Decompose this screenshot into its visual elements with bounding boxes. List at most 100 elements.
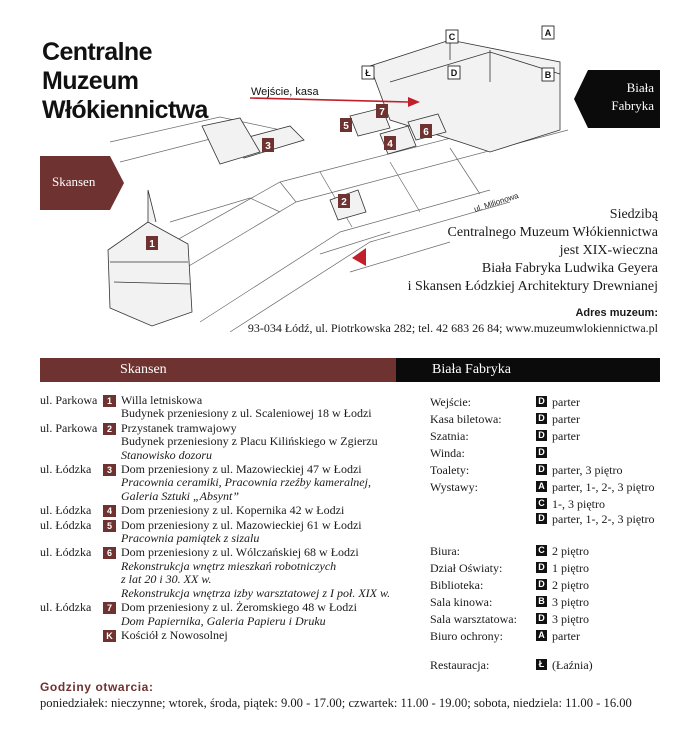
building-code-badge: D	[536, 613, 547, 624]
building-code-badge: D	[536, 579, 547, 590]
skansen-description-line: z lat 20 i 30. XX w.	[121, 572, 212, 587]
skansen-description-line: Dom przeniesiony z ul. Żeromskiego 48 w …	[121, 600, 357, 615]
facility-floor: parter	[552, 629, 580, 643]
facility-label: Sala warsztatowa:	[430, 612, 517, 626]
facility-floor: parter, 3 piętro	[552, 463, 623, 477]
skansen-description-line: Pracownia pamiątek z sizalu	[121, 531, 260, 546]
code-c: C	[449, 32, 456, 42]
info-line: Centralnego Muzeum Włókiennictwa	[447, 225, 658, 240]
building-code-badge: D	[536, 396, 547, 407]
facility-row: C 1-, 3 piętro	[430, 496, 670, 511]
biala-tag-line-2: Fabryka	[611, 98, 654, 113]
skansen-street: ul. Łódzka	[40, 545, 92, 560]
entry-label: Wejście, kasa	[251, 86, 319, 98]
skansen-description-line: Przystanek tramwajowy	[121, 420, 237, 435]
skansen-tag: Skansen	[40, 156, 124, 210]
museum-title: Centralne Muzeum Włókiennictwa	[42, 38, 208, 125]
title-line-2: Muzeum	[42, 67, 139, 95]
biala-section-title: Biała Fabryka	[432, 362, 511, 377]
info-line: jest XIX-wieczna	[559, 243, 658, 258]
skansen-description-line: Budynek przeniesiony z ul. Scaleniowej 1…	[121, 406, 372, 421]
skansen-number-badge: 3	[103, 464, 116, 477]
facility-label: Biura:	[430, 544, 460, 558]
building-code-badge: D	[536, 447, 547, 458]
marker-6: 6	[423, 127, 429, 138]
facility-floor: parter, 1-, 2-, 3 piętro	[552, 480, 655, 494]
facility-label: Winda:	[430, 446, 465, 460]
building-code-badge: D	[536, 413, 547, 424]
museum-info: Siedzibą Centralnego Muzeum Włókiennictw…	[408, 206, 658, 296]
biala-tag-line-1: Biała	[626, 80, 654, 95]
skansen-description: Dom przeniesiony z ul. Mazowieckiej 61 w…	[121, 517, 400, 546]
facility-floor: 1-, 3 piętro	[552, 497, 605, 511]
building-markers	[146, 104, 432, 250]
skansen-description-line: Dom przeniesiony z ul. Wólczańskiej 68 w…	[121, 545, 359, 560]
skansen-street: ul. Łódzka	[40, 462, 92, 477]
title-line-3: Włókiennictwa	[42, 96, 208, 124]
building-code-badge: A	[536, 481, 547, 492]
skansen-number-badge: 1	[103, 395, 116, 407]
skansen-description: Dom przeniesiony z ul. Kopernika 42 w Ło…	[121, 503, 400, 517]
building-code-badge: D	[536, 562, 547, 573]
marker-3: 3	[265, 141, 271, 152]
skansen-section-title: Skansen	[120, 362, 167, 377]
skansen-description-line: Dom Papiernika, Galeria Papieru i Druku	[121, 613, 326, 628]
code-b: B	[545, 70, 552, 80]
facility-label: Restauracja:	[430, 658, 490, 672]
facility-floor: parter	[552, 429, 580, 443]
info-line: Siedzibą	[609, 207, 658, 222]
code-l: Ł	[365, 68, 371, 78]
skansen-description-line: Pracownia ceramiki, Pracownia rzeźby kam…	[121, 475, 371, 490]
marker-4: 4	[387, 139, 393, 150]
skansen-description-line: Willa letniskowa	[121, 393, 203, 407]
title-line-1: Centralne	[42, 38, 153, 66]
marker-1: 1	[149, 239, 155, 250]
facility-floor: 2 piętro	[552, 578, 589, 592]
skansen-description: Dom przeniesiony z ul. Mazowieckiej 47 w…	[121, 462, 400, 503]
facility-label: Wejście:	[430, 395, 472, 409]
skansen-street: ul. Łódzka	[40, 517, 92, 532]
skansen-entry: K Kościół z Nowosolnej	[40, 627, 400, 642]
code-a: A	[545, 28, 552, 38]
skansen-description-line: Dom przeniesiony z ul. Mazowieckiej 47 w…	[121, 462, 362, 477]
facility-label: Wystawy:	[430, 480, 478, 494]
facility-floor: parter	[552, 412, 580, 426]
skansen-street: ul. Parkowa	[40, 420, 98, 435]
facility-label: Kasa biletowa:	[430, 412, 502, 426]
facility-floor: 2 piętro	[552, 544, 589, 558]
skansen-tag-label: Skansen	[52, 174, 96, 189]
facility-label: Toalety:	[430, 463, 470, 477]
facility-floor: 3 piętro	[552, 612, 589, 626]
skansen-number-badge: 2	[103, 422, 116, 435]
skansen-number-badge: 4	[103, 505, 116, 518]
info-line: i Skansen Łódzkiej Architektury Drewnian…	[407, 279, 658, 294]
info-line: Biała Fabryka Ludwika Geyera	[481, 261, 658, 276]
skansen-entry: ul. Łódzka 3 Dom przeniesiony z ul. Mazowi…	[40, 462, 400, 503]
building-code-badge: C	[536, 498, 547, 509]
code-d: D	[451, 68, 458, 78]
skansen-description-line: Dom przeniesiony z ul. Mazowieckiej 61 w…	[121, 517, 362, 532]
skansen-number-badge: K	[103, 629, 116, 642]
skansen-description-line: Kościół z Nowosolnej	[121, 627, 228, 642]
biala-tag: Biała Fabryka	[574, 70, 660, 128]
biala-section-header: Biała Fabryka	[396, 358, 660, 382]
skansen-description: Dom przeniesiony z ul. Żeromskiego 48 w …	[121, 600, 400, 628]
building-code-badge: D	[536, 430, 547, 441]
facility-floor: 1 piętro	[552, 561, 589, 575]
skansen-street: ul. Łódzka	[40, 503, 92, 518]
facility-floor: parter, 1-, 2-, 3 piętro	[552, 512, 655, 526]
